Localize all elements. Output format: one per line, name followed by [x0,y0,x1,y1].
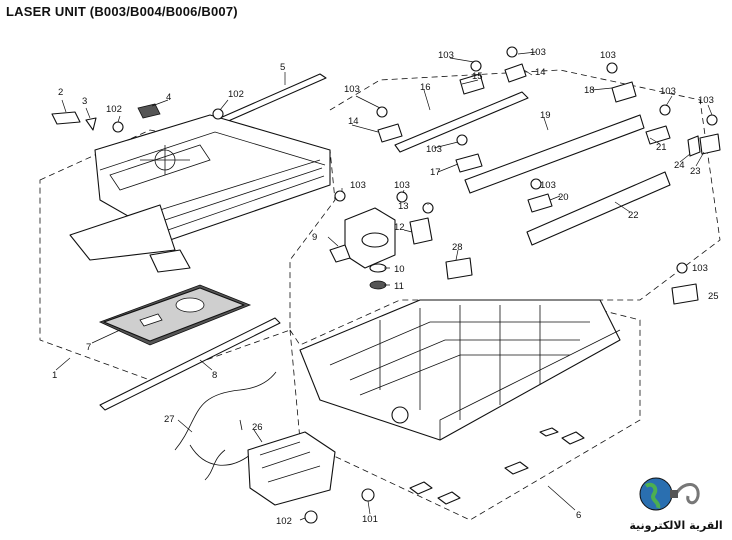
callout-15: 15 [472,71,483,82]
callout-12: 12 [394,222,405,233]
assembly-6-boundary [289,299,641,521]
callout-18: 18 [584,85,595,96]
part-9-polygon-motor [329,207,396,269]
part-26-board [247,431,336,506]
assembly-1-boundary [39,129,336,381]
part-15-bracket [459,73,485,95]
callout-103-k: 103 [692,263,708,274]
callout-9: 9 [312,232,317,243]
part-6-base-frame [299,299,621,441]
callout-6: 6 [576,510,581,521]
screw-103-c [506,46,518,58]
part-16-bar [394,91,529,153]
screw-103-b [470,60,482,72]
foot-4 [437,491,461,505]
part-102-screw-bottom [304,510,318,524]
callout-20: 20 [558,192,569,203]
part-23-bracket [699,133,721,155]
part-8-bar [99,317,281,411]
callout-28: 28 [452,242,463,253]
part-11-washer [369,280,387,290]
part-13-screw [422,202,434,214]
screw-103-d [606,62,618,74]
part-10-washer [369,263,387,273]
part-19-bar [464,114,645,194]
part-3-tab [85,117,97,131]
screw-103-i [334,190,346,202]
callout-25: 25 [708,291,719,302]
callout-22: 22 [628,210,639,221]
foot-2 [561,431,585,445]
part-4-pad [137,103,161,119]
callout-102-left: 102 [106,104,122,115]
callout-103-e: 103 [660,86,676,97]
foot-5 [539,427,559,437]
callout-101: 101 [362,514,378,525]
screw-103-e [659,104,671,116]
screw-103-f [706,114,718,126]
callout-1: 1 [52,370,57,381]
callout-3: 3 [82,96,87,107]
callout-103-j: 103 [394,180,410,191]
callout-14-right: 14 [535,67,546,78]
callout-7: 7 [86,342,91,353]
callout-14-left: 14 [348,116,359,127]
part-25-bracket [671,283,699,305]
callout-27: 27 [164,414,175,425]
callout-17: 17 [430,167,441,178]
screw-103-h [530,178,542,190]
callout-103-h: 103 [540,180,556,191]
callout-2: 2 [58,87,63,98]
globe-plug-icon [639,477,700,511]
part-24-bracket [687,135,701,157]
callout-10: 10 [394,264,405,275]
callout-19: 19 [540,110,551,121]
callout-103-a: 103 [344,84,360,95]
part-18-bracket [611,81,637,103]
page-title: LASER UNIT (B003/B004/B006/B007) [6,4,238,19]
callout-5: 5 [280,62,285,73]
callout-103-d: 103 [600,50,616,61]
callout-16: 16 [420,82,431,93]
callout-23: 23 [690,166,701,177]
part-20-bracket [527,193,553,213]
assembly-upper-right-boundary [329,69,721,301]
callout-103-g: 103 [426,144,442,155]
optics-housing [69,114,331,273]
watermark-logo: القرية الالكترونية [626,472,726,534]
callout-21: 21 [656,142,667,153]
screw-102-top [212,108,224,120]
part-7-plate [98,284,252,346]
screw-103-k [676,262,688,274]
screw-103-a [376,106,388,118]
callout-103-f: 103 [698,95,714,106]
part-101-screw [361,488,375,502]
part-28-plate [445,257,473,280]
callout-11: 11 [394,281,404,292]
part-2-sheet [51,111,81,125]
watermark-text: القرية الالكترونية [629,519,723,532]
callout-8: 8 [212,370,217,381]
callout-13: 13 [398,201,409,212]
callout-102-top: 102 [228,89,244,100]
foot-3 [409,481,433,495]
part-14-bracket-a [377,123,403,143]
screw-102-top-left [112,121,124,133]
callout-103-c: 103 [530,47,546,58]
screw-103-g [456,134,468,146]
foot-1 [504,461,529,475]
callout-102-bottom: 102 [276,516,292,527]
callout-4: 4 [166,92,171,103]
callout-103-b: 103 [438,50,454,61]
callout-24: 24 [674,160,685,171]
part-14-bracket-b [504,63,527,83]
screw-103-j [396,191,408,203]
part-22-bar [526,171,671,246]
callout-103-i: 103 [350,180,366,191]
callout-26: 26 [252,422,263,433]
part-17-bracket [455,153,483,173]
part-12-gear [409,217,433,245]
part-27-harness [174,371,277,481]
